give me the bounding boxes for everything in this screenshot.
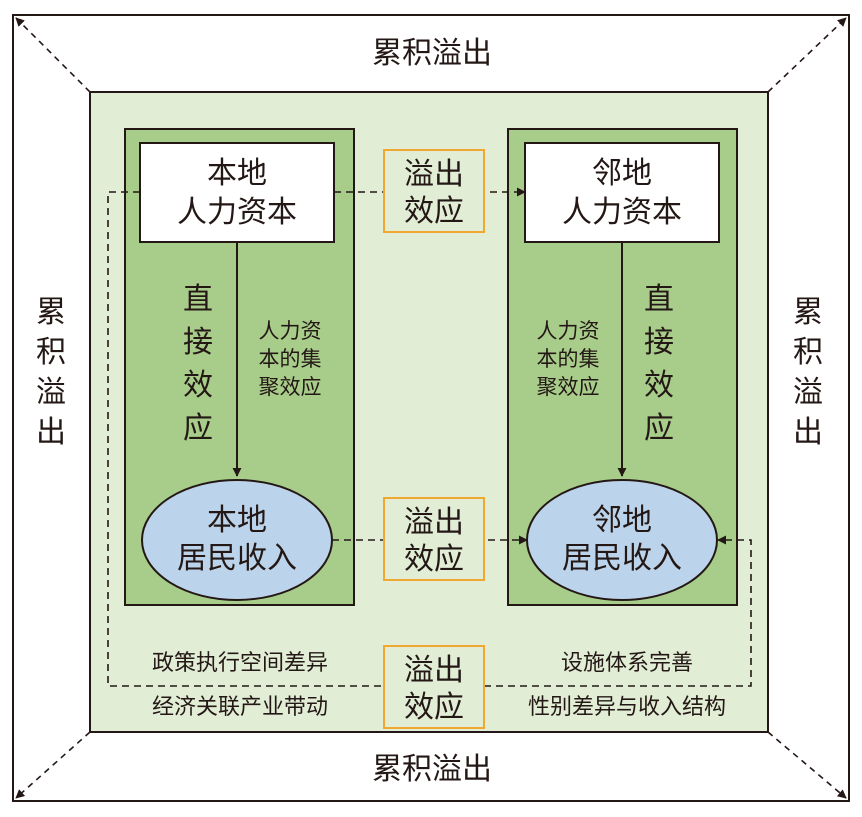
outer-label-bottom: 累积溢出 [372, 752, 492, 787]
neighbor-capital-line1: 邻地 [592, 156, 652, 191]
outer-left-char: 累 [36, 295, 66, 330]
left-agglomeration-line: 人力资 [259, 319, 322, 343]
left-direct-char: 效 [183, 368, 213, 403]
spillover-bottom-line2: 效应 [404, 690, 464, 725]
local-income-line1: 本地 [207, 503, 267, 538]
outer-left-char: 积 [36, 335, 66, 370]
outer-label-top: 累积溢出 [372, 36, 492, 71]
diagonal-arrow-bottom-left [15, 731, 91, 799]
right-agglomeration-line: 人力资 [537, 319, 600, 343]
spillover-box-top [383, 149, 485, 233]
diagonal-arrow-top-right [767, 17, 847, 93]
factor-economic-linkage: 经济关联产业带动 [152, 695, 328, 720]
left-agglomeration-line: 本的集 [259, 347, 322, 371]
outer-right-char: 出 [793, 415, 823, 450]
right-direct-char: 直 [644, 282, 674, 317]
right-agglomeration-line: 聚效应 [537, 375, 600, 399]
factor-gender-income-structure: 性别差异与收入结构 [528, 695, 726, 720]
bottom-spillover-path [484, 535, 752, 687]
factor-policy-spatial-difference: 政策执行空间差异 [152, 651, 328, 676]
left-direct-effect-label: 直 接 效 应 [183, 282, 213, 446]
top-spillover-path [107, 191, 384, 687]
left-agglomeration-label: 人力资 本的集 聚效应 [259, 319, 322, 399]
spillover-top-line2: 效应 [404, 194, 464, 229]
spillover-middle-line2: 效应 [404, 542, 464, 577]
outer-right-char: 积 [793, 335, 823, 370]
spillover-box-bottom [383, 645, 485, 729]
spillover-middle-line1: 溢出 [404, 505, 464, 540]
outer-right-char: 累 [793, 295, 823, 330]
spillover-top-line1: 溢出 [404, 157, 464, 192]
local-income-line2: 居民收入 [177, 541, 297, 576]
left-agglomeration-line: 聚效应 [259, 375, 322, 399]
local-income-ellipse [141, 479, 333, 601]
local-capital-line1: 本地 [207, 156, 267, 191]
left-direct-char: 接 [183, 325, 213, 360]
right-direct-char: 应 [644, 411, 674, 446]
neighbor-income-line1: 邻地 [592, 503, 652, 538]
outer-left-char: 出 [36, 415, 66, 450]
left-direct-char: 直 [183, 282, 213, 317]
outer-label-right: 累 积 溢 出 [793, 295, 823, 450]
right-direct-char: 效 [644, 368, 674, 403]
neighbor-income-ellipse [526, 479, 718, 601]
spillover-box-middle [383, 497, 485, 581]
right-direct-effect-label: 直 接 效 应 [644, 282, 674, 446]
left-direct-char: 应 [183, 411, 213, 446]
spillover-bottom-line1: 溢出 [404, 653, 464, 688]
outer-left-char: 溢 [36, 375, 66, 410]
factor-infrastructure: 设施体系完善 [561, 651, 693, 676]
neighbor-capital-line2: 人力资本 [562, 195, 682, 230]
outer-label-left: 累 积 溢 出 [36, 295, 66, 450]
neighbor-income-line2: 居民收入 [562, 541, 682, 576]
right-agglomeration-label: 人力资 本的集 聚效应 [537, 319, 600, 399]
outer-right-char: 溢 [793, 375, 823, 410]
right-direct-char: 接 [644, 325, 674, 360]
right-agglomeration-line: 本的集 [537, 347, 600, 371]
neighbor-capital-box [524, 142, 720, 243]
local-capital-line2: 人力资本 [177, 195, 297, 230]
